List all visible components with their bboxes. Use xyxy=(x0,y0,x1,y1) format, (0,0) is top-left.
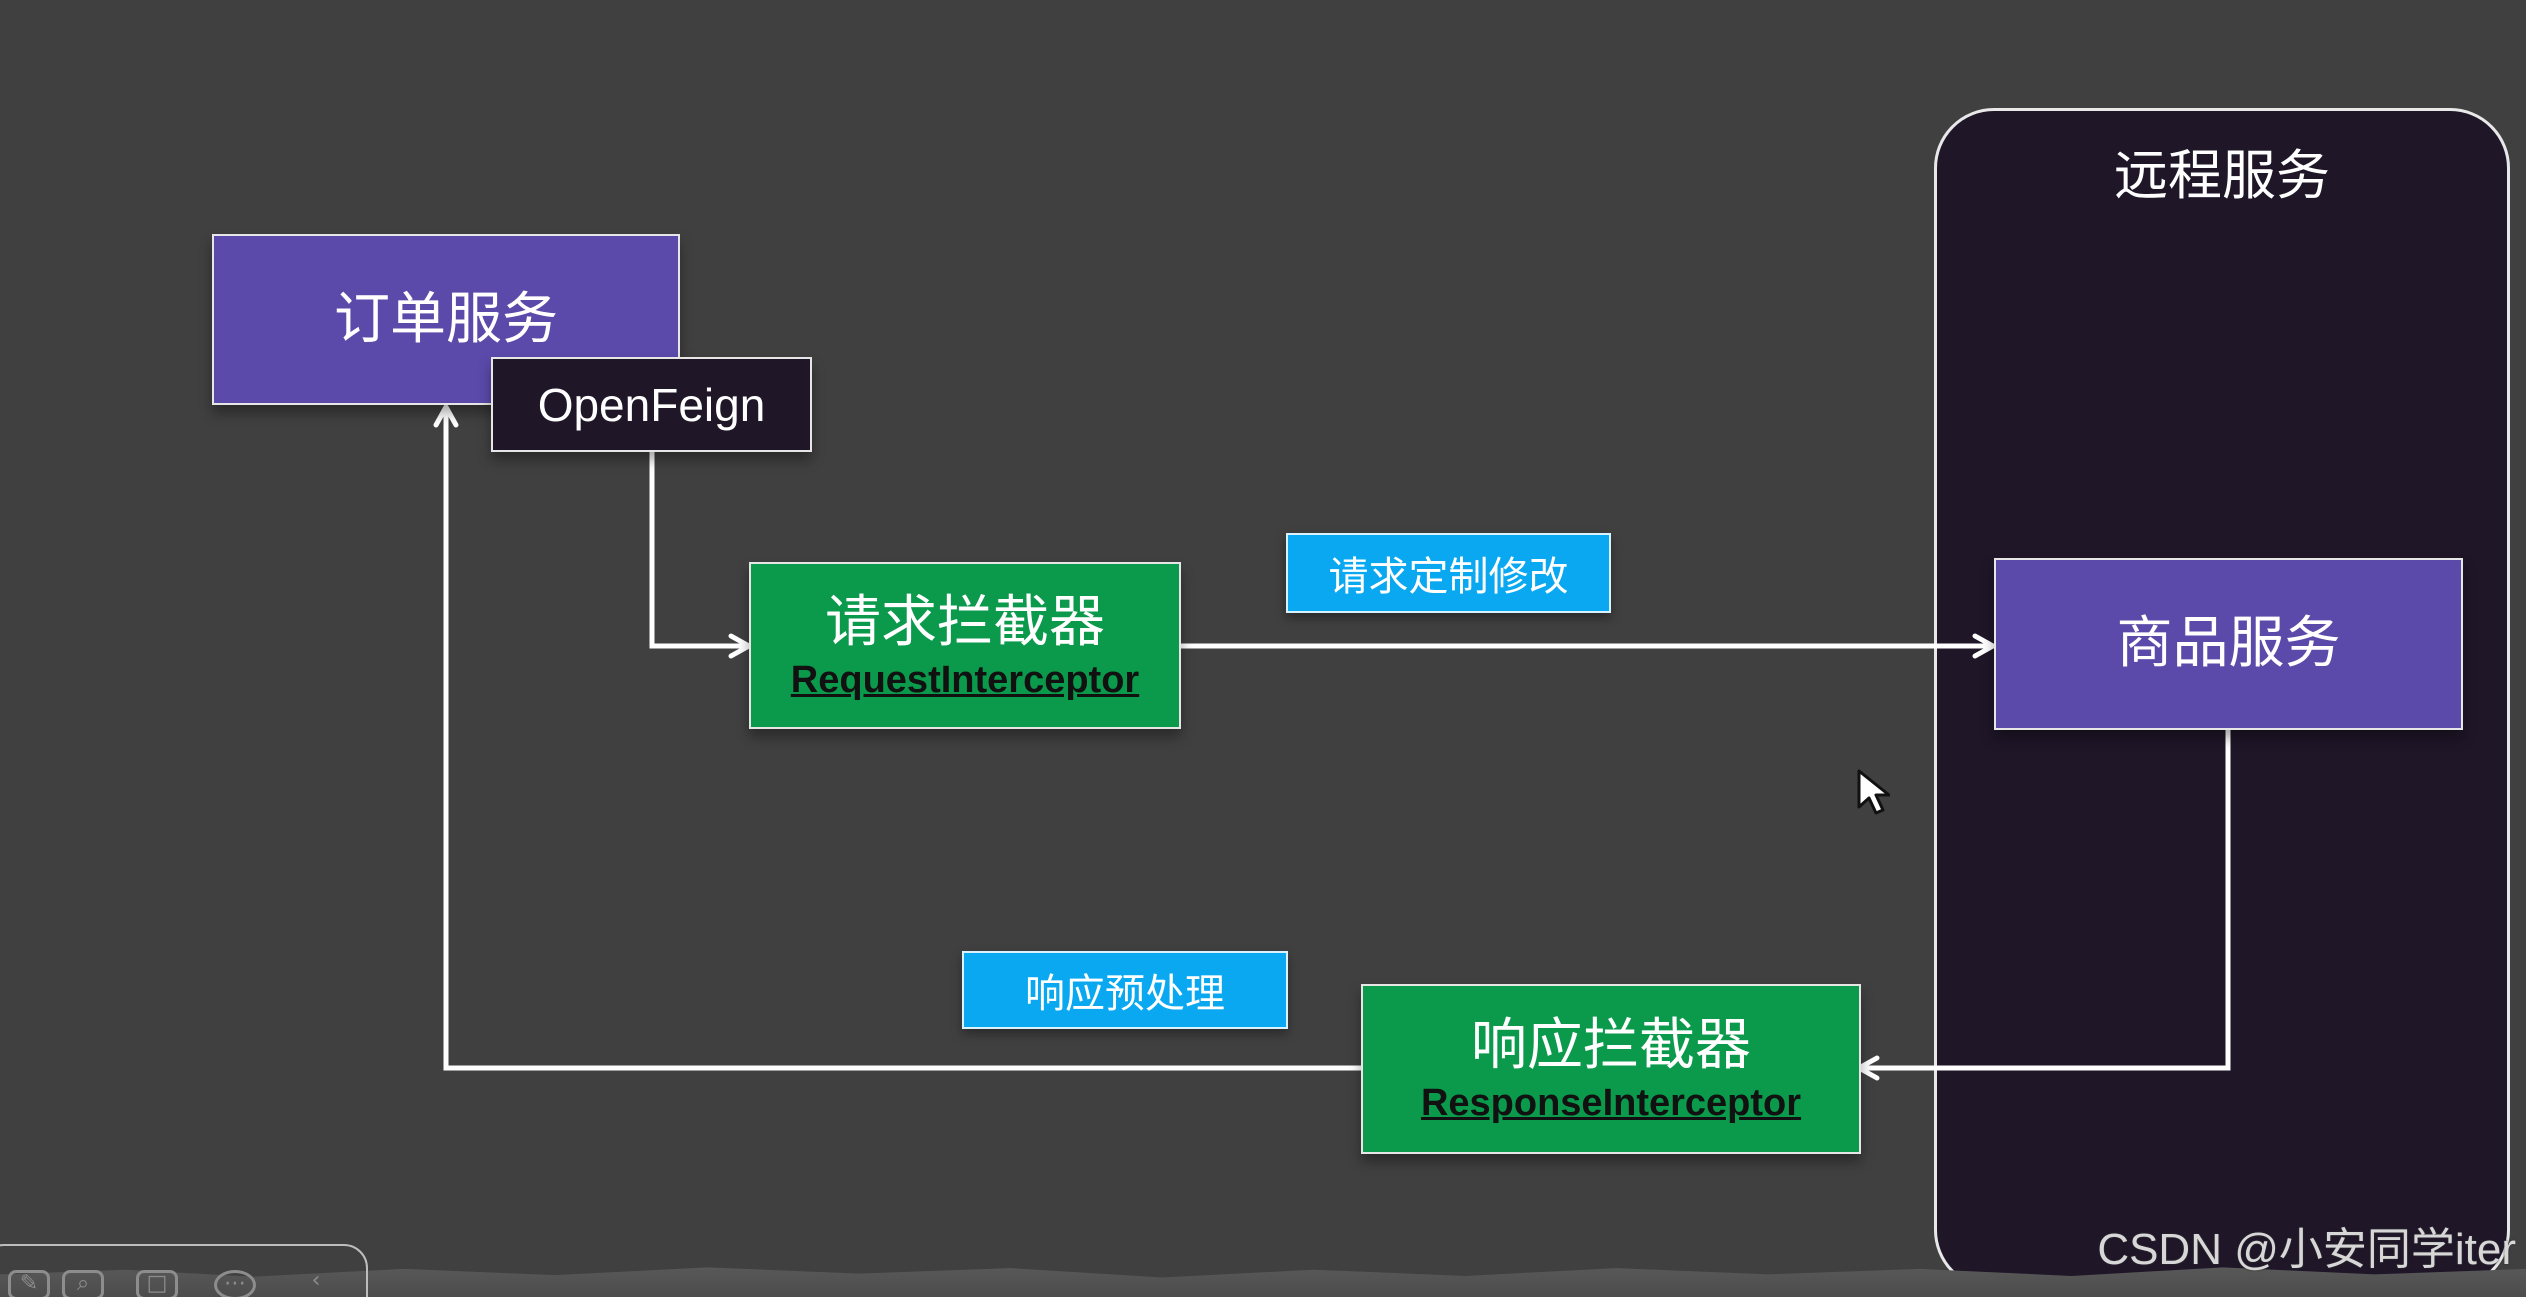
openfeign-to-request-arrow xyxy=(649,450,752,659)
product-service-label: 商品服务 xyxy=(2116,611,2341,676)
slideshow-toolbar[interactable] xyxy=(0,1244,368,1297)
pen-icon[interactable]: ✎ xyxy=(8,1270,50,1297)
product-service-box: 商品服务 xyxy=(1994,558,2463,730)
response-interceptor-subtitle: ResponseInterceptor xyxy=(1420,1082,1802,1124)
openfeign-box: OpenFeign xyxy=(491,357,812,452)
mouse-pointer-icon xyxy=(1857,769,1890,815)
zoom-icon[interactable]: ⌕ xyxy=(62,1270,104,1297)
request-customization-note: 请求定制修改 xyxy=(1286,533,1611,613)
order-service-box: 订单服务 xyxy=(212,234,680,405)
camera-icon[interactable]: □ xyxy=(136,1270,178,1297)
csdn-watermark: CSDN @小安同学iter xyxy=(2097,1225,2516,1274)
request-interceptor-box: 请求拦截器 RequestInterceptor xyxy=(749,562,1181,729)
response-preprocessing-note: 响应预处理 xyxy=(962,951,1288,1029)
response-interceptor-title: 响应拦截器 xyxy=(1471,1013,1751,1078)
response-to-order-arrow xyxy=(433,404,1362,1071)
remote-service-title: 远程服务 xyxy=(2114,144,2330,207)
request-interceptor-subtitle: RequestInterceptor xyxy=(790,658,1140,701)
order-service-label: 订单服务 xyxy=(334,286,558,352)
product-to-response-arrow xyxy=(1856,728,2231,1081)
chevron-left-icon[interactable]: ‹ xyxy=(311,1268,321,1293)
response-interceptor-box: 响应拦截器 ResponseInterceptor xyxy=(1361,984,1861,1154)
more-options-icon[interactable]: ⋯ xyxy=(214,1270,256,1297)
request-interceptor-title: 请求拦截器 xyxy=(825,589,1105,655)
openfeign-label: OpenFeign xyxy=(537,378,766,431)
